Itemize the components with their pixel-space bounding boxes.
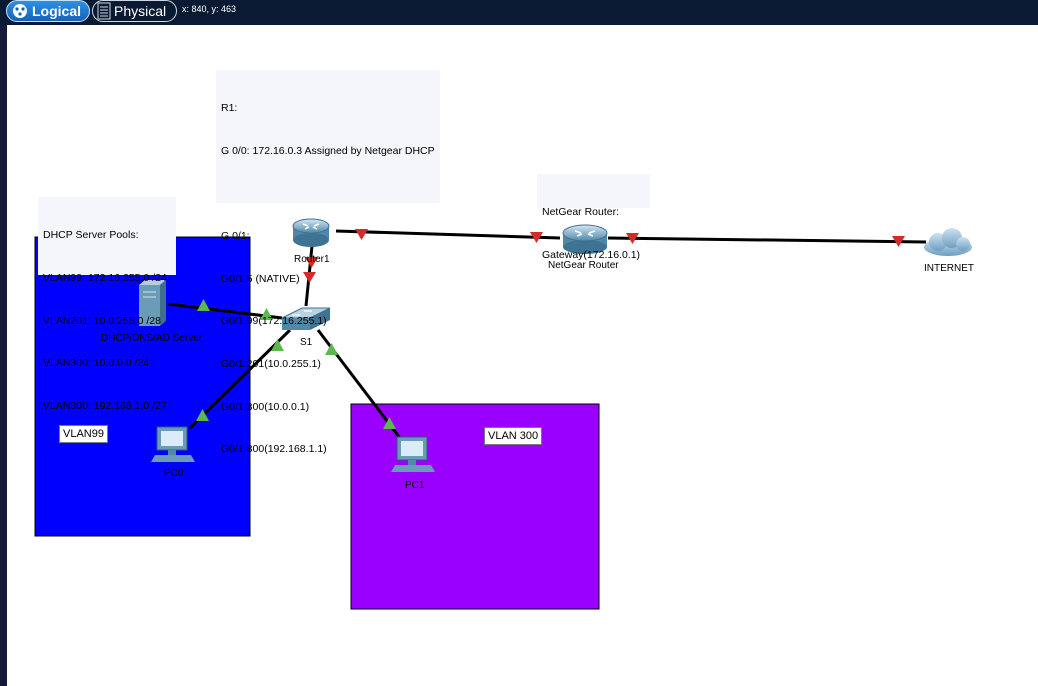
server-icon[interactable]	[139, 280, 166, 326]
link-up-indicator	[260, 308, 273, 320]
note-line: VLAN99: 172.16.255.0 /24	[43, 272, 167, 285]
netgear-router-icon[interactable]	[562, 224, 608, 254]
vlan300-area[interactable]	[350, 403, 600, 610]
note-line: G 0/0: 172.16.0.3 Assigned by Netgear DH…	[221, 145, 435, 158]
pc1-label[interactable]: PC1	[405, 480, 425, 491]
vlan300-label[interactable]: VLAN 300	[484, 427, 543, 445]
note-line: G0/1.800(192.168.1.1)	[221, 443, 327, 456]
note-line: Gateway(172.16.0.1)	[542, 249, 641, 262]
link-up-indicator	[271, 339, 284, 351]
pc1-icon[interactable]	[391, 436, 435, 472]
link-up-indicator	[196, 409, 209, 421]
netgear-router-label[interactable]: NetGear Router	[548, 260, 619, 271]
physical-tab-label: Physical	[114, 3, 167, 19]
internet-cloud-icon[interactable]	[924, 228, 972, 256]
note-line: R1:	[221, 102, 238, 115]
link-up-indicator	[383, 417, 396, 429]
note-line: G 0/1:	[221, 230, 250, 243]
workspace-toolbar: Logical Physical x: 840, y: 463	[0, 0, 1038, 25]
link-down-indicator	[355, 229, 368, 240]
cursor-coordinates: x: 840, y: 463	[182, 4, 237, 14]
vlan99-label[interactable]: VLAN99	[59, 425, 108, 443]
pc0-icon[interactable]	[151, 426, 195, 462]
note-line: NetGear Router:	[542, 206, 620, 219]
dhcp-pools-note[interactable]: DHCP Server Pools: VLAN99: 172.16.255.0 …	[38, 197, 176, 412]
link-down-indicator	[305, 257, 318, 268]
internet-label[interactable]: INTERNET	[924, 263, 974, 274]
link-down-indicator	[626, 233, 639, 244]
netgear-note[interactable]: NetGear Router: Gateway(172.16.0.1)	[537, 174, 650, 261]
note-line: G0/1.300(10.0.0.1)	[221, 400, 310, 413]
link-up-indicator	[197, 299, 210, 311]
logical-tab-label: Logical	[32, 3, 82, 19]
link-down-indicator	[530, 232, 543, 243]
logical-tab[interactable]: Logical	[6, 0, 90, 22]
note-line: G0/1.201(10.0.255.1)	[221, 358, 321, 371]
note-line: DHCP Server Pools:	[43, 229, 139, 242]
physical-tab[interactable]: Physical	[92, 0, 177, 22]
router1-label[interactable]: Router1	[294, 254, 330, 265]
switch-s1-label[interactable]: S1	[300, 337, 313, 348]
note-line: VLAN300: 10.0.0.0 /24	[43, 357, 150, 370]
note-line: VLAN800: 192.168.1.0 /27	[43, 399, 167, 412]
physical-view-icon	[97, 2, 111, 20]
note-line: VLAN201: 10.0.255.0 /28	[43, 314, 161, 327]
pc0-label[interactable]: PC0	[164, 468, 184, 479]
link-down-indicator	[303, 272, 316, 283]
link-netgear-internet[interactable]	[607, 236, 927, 244]
switch-s1-icon[interactable]	[281, 307, 331, 330]
r1-config-note[interactable]: R1: G 0/0: 172.16.0.3 Assigned by Netgea…	[216, 70, 440, 455]
note-line: G0/1.99(172.16.255.1)	[221, 315, 327, 328]
link-up-indicator	[325, 343, 338, 355]
server-label[interactable]: DHCP/DNS/AD Server	[101, 333, 203, 344]
link-s1-pc0[interactable]	[188, 328, 292, 430]
left-edge-strip	[0, 25, 7, 686]
note-line: G0/1.5 (NATIVE)	[221, 272, 300, 285]
link-down-indicator	[892, 236, 905, 247]
note-line	[221, 187, 436, 201]
link-router1-netgear[interactable]	[335, 229, 561, 240]
router1-icon[interactable]	[292, 218, 330, 247]
logical-view-icon	[13, 4, 27, 18]
